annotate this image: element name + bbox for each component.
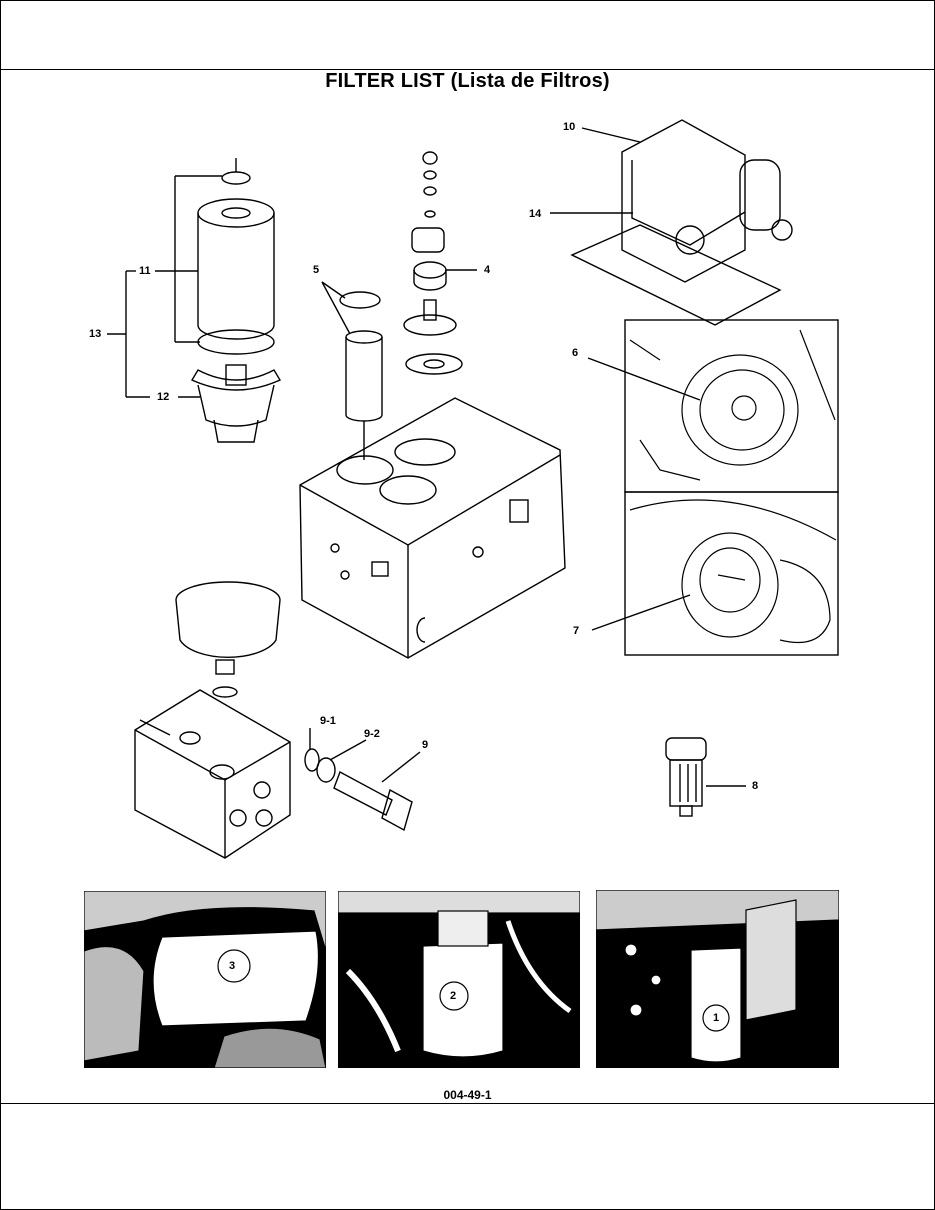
spin-on-filter-illustration xyxy=(190,158,282,443)
callout-9-2: 9-2 xyxy=(364,728,380,740)
callout-5: 5 xyxy=(313,264,320,276)
callout-11: 11 xyxy=(139,265,151,277)
callout-2: 2 xyxy=(450,990,457,1002)
filter-photo-7-frame xyxy=(624,491,839,656)
callout-12: 12 xyxy=(157,391,170,403)
accumulator-illustration xyxy=(175,581,281,698)
callout-4: 4 xyxy=(484,264,491,276)
callout-10: 10 xyxy=(563,121,576,133)
filter-photo-1: 1 xyxy=(596,890,839,1068)
page-title: FILTER LIST (Lista de Filtros) xyxy=(325,70,610,92)
callout-3: 3 xyxy=(229,960,236,972)
inline-filter-illustration xyxy=(665,737,707,817)
filter-photo-3: 3 xyxy=(84,891,326,1068)
header-rule xyxy=(0,69,935,70)
figure-code: 004-49-1 xyxy=(443,1088,492,1102)
callout-14: 14 xyxy=(529,208,542,220)
callout-8: 8 xyxy=(752,780,759,792)
suction-strainer-illustration xyxy=(339,291,383,460)
callout-1: 1 xyxy=(713,1012,720,1024)
breather-stack-illustration xyxy=(403,151,463,375)
manifold-block-illustration xyxy=(134,689,291,859)
pressure-filter-illustration xyxy=(333,771,413,832)
callout-9-1: 9-1 xyxy=(320,715,336,727)
air-cleaner-illustration xyxy=(570,119,793,326)
filter-photo-7-illustration xyxy=(629,499,837,644)
filter-photo-2: 2 xyxy=(338,891,580,1068)
hydraulic-tank-illustration xyxy=(299,397,566,659)
callout-6: 6 xyxy=(572,347,579,359)
callout-7: 7 xyxy=(573,625,580,637)
callout-9: 9 xyxy=(422,739,429,751)
footer-rule xyxy=(0,1103,935,1104)
callout-13: 13 xyxy=(89,328,102,340)
filter-photo-6-illustration xyxy=(629,329,836,481)
